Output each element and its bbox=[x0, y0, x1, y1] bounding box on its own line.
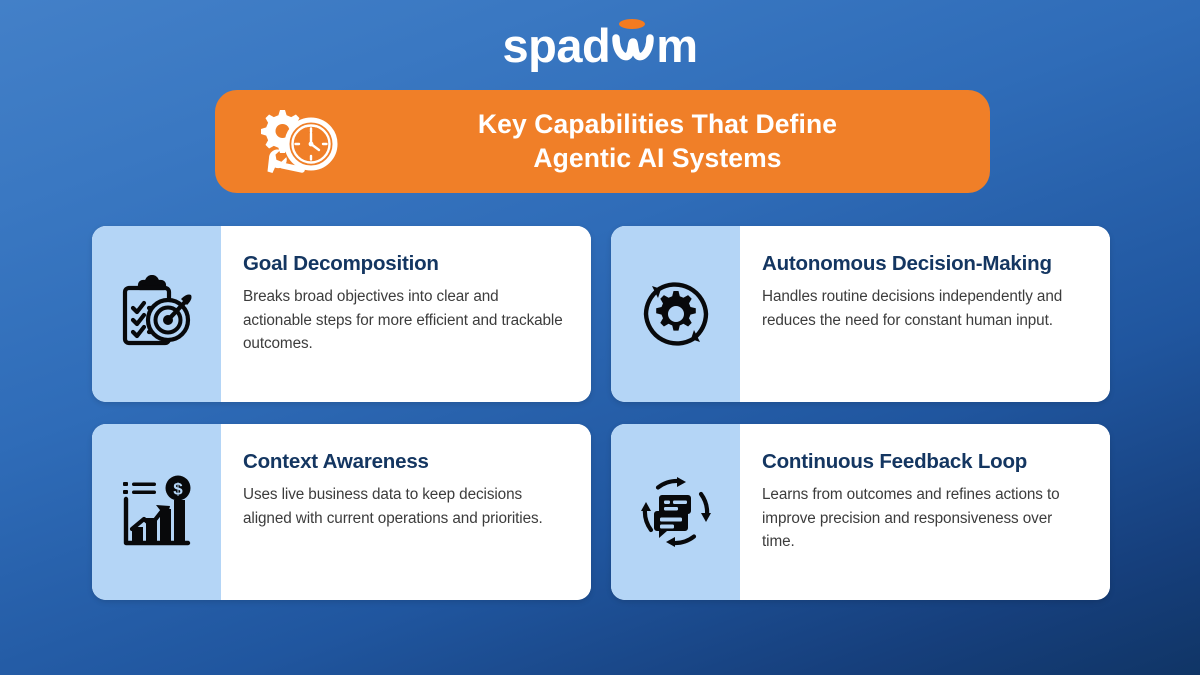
card-title: Autonomous Decision-Making bbox=[762, 252, 1052, 275]
capability-card-continuous-feedback-loop[interactable]: Continuous Feedback Loop Learns from out… bbox=[611, 424, 1110, 600]
card-description: Breaks broad objectives into clear and a… bbox=[243, 288, 563, 353]
logo-text-suffix: m bbox=[656, 19, 698, 72]
card-icon-panel: $ bbox=[92, 424, 221, 600]
bar-chart-growth-dollar-icon: $ bbox=[118, 473, 196, 551]
brand-logo: spad m bbox=[0, 19, 1200, 72]
header-title-line-1: Key Capabilities That Define bbox=[477, 108, 838, 139]
header-title: Key Capabilities That Define Agentic AI … bbox=[363, 108, 990, 176]
card-body: Continuous Feedback Loop Learns from out… bbox=[740, 424, 1110, 600]
capability-card-autonomous-decision-making[interactable]: Autonomous Decision-Making Handles routi… bbox=[611, 226, 1110, 402]
capability-card-grid: Goal Decomposition Breaks broad objectiv… bbox=[92, 226, 1110, 600]
card-body: Autonomous Decision-Making Handles routi… bbox=[740, 226, 1110, 402]
card-description: Uses live business data to keep decision… bbox=[243, 486, 543, 527]
card-description: Learns from outcomes and refines actions… bbox=[762, 486, 1060, 551]
card-description: Handles routine decisions independently … bbox=[762, 288, 1063, 329]
clipboard-target-icon bbox=[118, 275, 196, 353]
card-title: Goal Decomposition bbox=[243, 252, 439, 275]
logo-accent-dot bbox=[619, 19, 646, 29]
svg-text:$: $ bbox=[173, 480, 183, 499]
capability-card-context-awareness[interactable]: $ Context Awa bbox=[92, 424, 591, 600]
capability-card-goal-decomposition[interactable]: Goal Decomposition Breaks broad objectiv… bbox=[92, 226, 591, 402]
header-title-line-2: Agentic AI Systems bbox=[533, 142, 782, 173]
logo-omega-glyph bbox=[610, 19, 656, 69]
gear-clock-wrench-icon bbox=[255, 106, 341, 178]
logo-text-prefix: spad bbox=[502, 19, 611, 72]
card-body: Goal Decomposition Breaks broad objectiv… bbox=[221, 226, 591, 402]
header-banner: Key Capabilities That Define Agentic AI … bbox=[215, 90, 990, 193]
card-body: Context Awareness Uses live business dat… bbox=[221, 424, 591, 600]
card-icon-panel bbox=[611, 226, 740, 402]
chat-bubbles-cycle-icon bbox=[637, 473, 715, 551]
gear-cycle-icon bbox=[637, 275, 715, 353]
card-title: Continuous Feedback Loop bbox=[762, 450, 1028, 473]
card-icon-panel bbox=[92, 226, 221, 402]
card-icon-panel bbox=[611, 424, 740, 600]
logo-text: spad m bbox=[502, 19, 698, 72]
card-title: Context Awareness bbox=[243, 450, 429, 473]
